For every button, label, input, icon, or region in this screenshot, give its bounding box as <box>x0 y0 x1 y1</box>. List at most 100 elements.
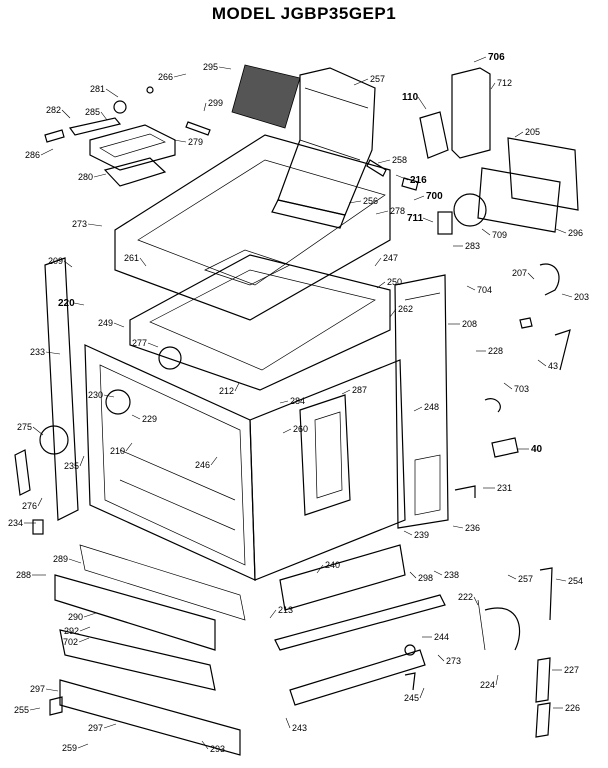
part-number-label: 296 <box>568 228 583 238</box>
part-number-label: 290 <box>68 612 83 622</box>
part-number-label: 236 <box>465 523 480 533</box>
callout-leader-line <box>125 442 133 452</box>
lower-front-rails <box>274 544 446 706</box>
callout-247: 247 <box>374 253 398 267</box>
part-number-label: 257 <box>370 74 385 84</box>
callout-leader-line <box>466 285 476 291</box>
part-number-label: 282 <box>46 105 61 115</box>
callout-222: 222 <box>458 592 479 606</box>
part-number-label: 228 <box>488 346 503 356</box>
part-number-label: 262 <box>398 304 413 314</box>
callout-leader-line <box>375 210 389 215</box>
control-panel-parts <box>366 67 579 235</box>
callout-246: 246 <box>195 456 218 470</box>
oven-top-frame <box>129 254 391 391</box>
callout-leader-line <box>503 382 513 390</box>
callout-leader-line <box>269 609 277 619</box>
part-number-label: 230 <box>88 390 103 400</box>
callout-702: 702 <box>63 637 90 647</box>
callout-leader-line <box>201 740 209 750</box>
callout-leader-line <box>403 530 413 536</box>
callout-207: 207 <box>512 268 535 280</box>
callout-leader-line <box>495 674 499 686</box>
callout-281: 281 <box>90 84 119 98</box>
callout-234: 234 <box>8 518 36 528</box>
callout-276: 276 <box>22 497 43 511</box>
callout-236: 236 <box>452 523 480 533</box>
callout-leader-line <box>218 66 232 70</box>
callout-leader-line <box>83 612 97 618</box>
part-number-label: 43 <box>548 361 558 371</box>
callout-259: 259 <box>62 743 89 753</box>
part-number-label: 40 <box>531 444 543 455</box>
callout-296: 296 <box>555 228 583 238</box>
part-number-label: 255 <box>14 705 29 715</box>
callout-leader-line <box>507 574 517 580</box>
callout-239: 239 <box>403 530 429 540</box>
callout-295: 295 <box>203 62 232 72</box>
callout-leader-line <box>139 257 147 267</box>
callout-leader-line <box>395 174 409 181</box>
part-number-label: 212 <box>219 386 234 396</box>
part-number-label: 702 <box>63 637 78 647</box>
callout-leader-line <box>409 571 417 579</box>
part-number-label: 208 <box>462 319 477 329</box>
callout-706: 706 <box>473 52 505 63</box>
part-number-label: 257 <box>518 574 533 584</box>
part-number-label: 246 <box>195 460 210 470</box>
part-number-label: 297 <box>88 723 103 733</box>
callout-leader-line <box>417 96 427 110</box>
callout-leader-line <box>413 195 425 201</box>
part-number-label: 279 <box>188 137 203 147</box>
callout-248: 248 <box>413 402 439 412</box>
part-number-label: 293 <box>210 744 225 754</box>
callout-leader-line <box>131 414 141 420</box>
part-number-label: 700 <box>426 191 443 202</box>
part-number-label: 216 <box>410 175 427 186</box>
part-number-label: 273 <box>72 219 87 229</box>
callout-leader-line <box>173 139 187 143</box>
callout-243: 243 <box>285 717 307 733</box>
callout-244: 244 <box>422 632 449 642</box>
part-number-label: 266 <box>158 72 173 82</box>
callout-leader-line <box>203 102 207 112</box>
callout-leader-line <box>527 272 535 280</box>
callout-230: 230 <box>88 390 115 400</box>
callout-261: 261 <box>124 253 147 267</box>
callout-299: 299 <box>203 98 223 112</box>
callout-leader-line <box>234 382 240 392</box>
callout-leader-line <box>32 426 44 436</box>
callout-213: 213 <box>269 605 293 619</box>
callout-257: 257 <box>353 74 385 86</box>
callout-leader-line <box>514 131 524 138</box>
callout-leader-line <box>78 637 90 643</box>
callout-260: 260 <box>282 424 308 434</box>
callout-leader-line <box>452 525 464 529</box>
callout-leader-line <box>422 217 434 223</box>
callout-leader-line <box>37 497 43 507</box>
callout-leader-line <box>105 88 119 98</box>
callout-284: 284 <box>279 396 305 406</box>
callout-298: 298 <box>409 571 433 583</box>
callout-712: 712 <box>490 78 512 90</box>
part-number-label: 295 <box>203 62 218 72</box>
part-number-label: 298 <box>418 573 433 583</box>
callout-leader-line <box>103 723 117 729</box>
broiler-drawer <box>54 544 246 756</box>
part-number-label: 239 <box>414 530 429 540</box>
callout-leader-line <box>413 406 423 412</box>
part-number-label: 231 <box>497 483 512 493</box>
part-number-label: 235 <box>64 461 79 471</box>
callout-208: 208 <box>448 319 477 329</box>
part-number-label: 227 <box>564 665 579 675</box>
part-number-label: 229 <box>142 414 157 424</box>
callout-leader-line <box>389 308 397 318</box>
callout-leader-line <box>147 342 159 348</box>
callout-240: 240 <box>316 560 340 574</box>
callout-leader-line <box>100 111 108 121</box>
callout-297: 297 <box>88 723 117 733</box>
callout-709: 709 <box>481 228 507 240</box>
callout-leader-line <box>282 428 292 434</box>
callout-212: 212 <box>219 382 240 396</box>
part-number-label: 233 <box>30 347 45 357</box>
